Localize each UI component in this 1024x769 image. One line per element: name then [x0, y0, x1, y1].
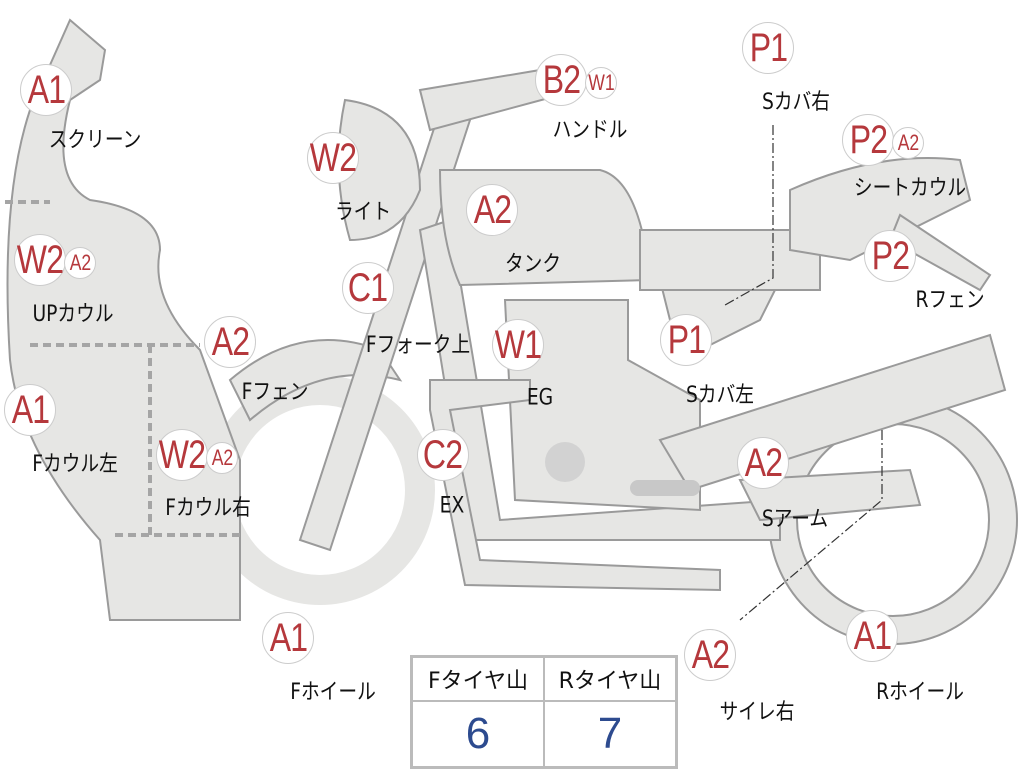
part-label-text: Sカバ右	[762, 90, 830, 115]
part-label: タンク	[500, 246, 566, 278]
part-label: ライト	[330, 194, 396, 226]
grade-text: A2	[744, 440, 782, 485]
grade-badge: A2	[204, 316, 256, 368]
tire-tread-table: Fタイヤ山 Rタイヤ山 6 7	[410, 655, 678, 769]
part-label-text: EG	[526, 385, 554, 411]
rear-tire-value: 7	[543, 700, 678, 769]
part-label-text: スクリーン	[48, 128, 142, 153]
part-label-text: Fフェン	[241, 380, 309, 405]
grade-badge: C1	[342, 262, 394, 314]
part-label-text: Rフェン	[915, 288, 985, 313]
part-label-text: タンク	[504, 252, 562, 277]
secondary-grade-text: W1	[587, 70, 615, 95]
grade-text: P1	[667, 317, 705, 362]
part-label: Fカウル右	[158, 490, 259, 522]
grade-text: A2	[473, 187, 511, 232]
grade-text: W1	[494, 322, 542, 367]
grade-text: C1	[348, 265, 388, 310]
secondary-grade-badge: W1	[585, 67, 617, 99]
grade-text: A2	[211, 319, 249, 364]
grade-badge: W1	[492, 319, 544, 371]
grade-badge: W2	[307, 132, 359, 184]
grade-badge: A1	[262, 612, 314, 664]
part-label-text: Rホイール	[876, 680, 964, 705]
grade-text: P2	[871, 233, 909, 278]
grade-badge: A1	[4, 384, 56, 436]
part-label-text: UPカウル	[32, 302, 114, 327]
part-label-text: Fカウル左	[32, 452, 118, 477]
part-label: サイレ右	[713, 694, 801, 726]
exhaust	[429, 379, 721, 592]
grade-badge: A2	[466, 184, 518, 236]
part-label-text: EX	[439, 493, 465, 519]
muffler	[738, 468, 922, 522]
grade-badge: A1	[20, 64, 72, 116]
secondary-grade-badge: A2	[206, 442, 238, 474]
grade-badge: P2	[864, 230, 916, 282]
grade-text: W2	[158, 432, 206, 477]
part-label-text: ハンドル	[552, 118, 628, 143]
grade-text: C2	[423, 432, 463, 477]
front-tire-header: Fタイヤ山	[410, 655, 545, 702]
secondary-grade-badge: A2	[64, 247, 96, 279]
grade-text: P2	[849, 117, 887, 162]
part-label: Fカウル左	[25, 446, 126, 478]
grade-text: B2	[542, 57, 580, 102]
grade-text: A1	[27, 67, 65, 112]
part-label: Rフェン	[909, 282, 990, 314]
secondary-grade-text: A2	[211, 445, 233, 470]
part-label: ハンドル	[546, 112, 634, 144]
grade-text: W2	[16, 237, 64, 282]
grade-badge: A2	[737, 437, 789, 489]
part-label: EG	[525, 386, 556, 411]
part-label: Rホイール	[868, 674, 971, 706]
grade-text: A2	[691, 632, 729, 677]
part-label: Fホイール	[283, 674, 384, 706]
secondary-grade-text: A2	[69, 250, 91, 275]
part-label: Fフォーク上	[357, 327, 480, 359]
grade-badge: B2	[535, 54, 587, 106]
seat-cowl	[789, 157, 972, 262]
secondary-grade-text: A2	[897, 130, 919, 155]
grade-text: A1	[853, 613, 891, 658]
part-label-text: Fフォーク上	[365, 333, 471, 358]
grade-badge: P1	[660, 314, 712, 366]
seat	[639, 229, 821, 291]
part-label-text: ライト	[334, 200, 392, 225]
secondary-grade-badge: A2	[892, 127, 924, 159]
part-label: スクリーン	[41, 122, 150, 154]
rear-tire-header: Rタイヤ山	[543, 655, 678, 702]
grade-badge: P2	[842, 114, 894, 166]
grade-badge: A1	[846, 610, 898, 662]
grade-badge: A2	[684, 629, 736, 681]
part-label-text: シートカウル	[853, 176, 967, 201]
part-label: Sアーム	[756, 501, 834, 533]
grade-text: A1	[11, 387, 49, 432]
part-label: シートカウル	[844, 170, 976, 202]
part-label-text: Sアーム	[761, 507, 829, 532]
grade-text: A1	[269, 615, 307, 660]
part-label-text: Sカバ左	[686, 383, 754, 408]
front-tire-value: 6	[410, 700, 545, 769]
grade-badge: P1	[742, 22, 794, 74]
grade-badge: W2	[156, 429, 208, 481]
grade-text: W2	[309, 135, 357, 180]
part-label: Sカバ右	[756, 84, 836, 116]
part-label-text: Fカウル右	[165, 496, 251, 521]
part-label-text: サイレ右	[719, 700, 795, 725]
part-label: Sカバ左	[680, 377, 760, 409]
part-label: Fフェン	[236, 374, 315, 406]
grade-badge: W2	[14, 234, 66, 286]
part-label: EX	[438, 494, 467, 519]
part-label-text: Fホイール	[290, 680, 376, 705]
grade-badge: C2	[417, 429, 469, 481]
grade-text: P1	[749, 25, 787, 70]
part-label: UPカウル	[25, 296, 120, 328]
